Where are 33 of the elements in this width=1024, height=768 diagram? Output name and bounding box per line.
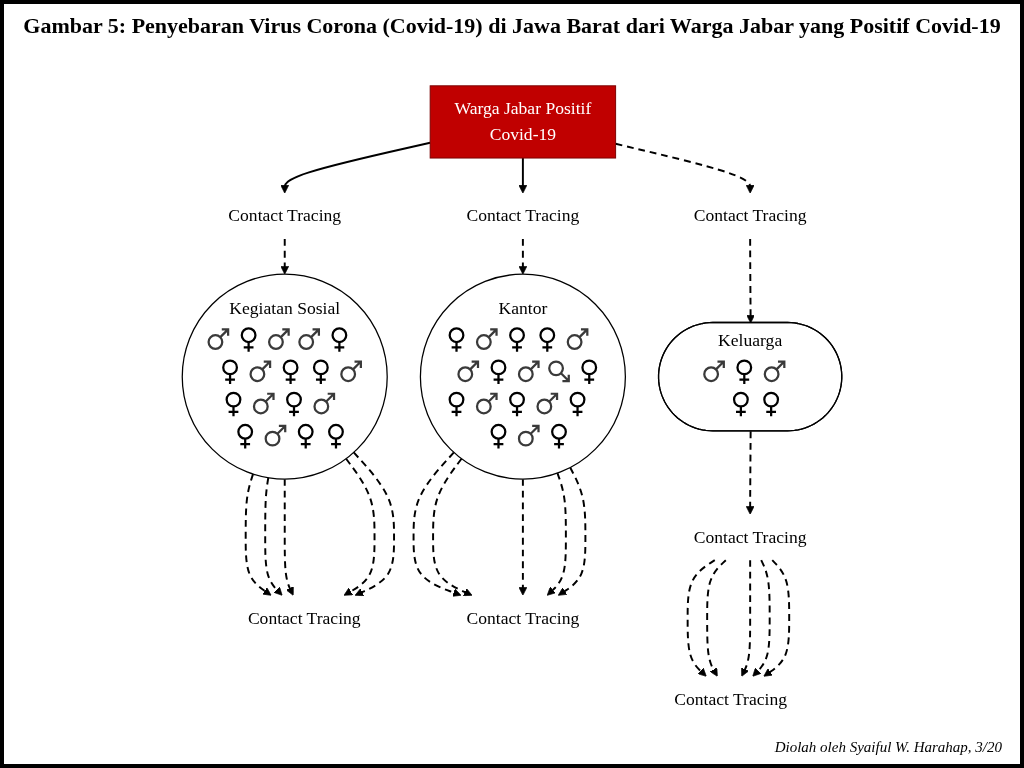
arrow (746, 238, 755, 324)
node-box (429, 85, 617, 159)
arrow (412, 451, 462, 597)
node-circle (181, 273, 388, 480)
arrow (518, 157, 528, 194)
arrow (352, 451, 396, 597)
node-text: Contact Tracing (228, 205, 342, 226)
arrow (706, 559, 727, 677)
diagram-title: Gambar 5: Penyebaran Virus Corona (Covid-19) di Jawa Barat dari Warga Jabar yang Positif Covid-19 (23, 12, 1001, 40)
node-text: Contact Tracing (466, 607, 580, 628)
arrow (741, 559, 752, 677)
arrow (280, 141, 432, 194)
node-text: Contact Tracing (674, 689, 787, 709)
arrow (283, 478, 294, 596)
node-circle (419, 273, 626, 480)
arrow (745, 430, 755, 515)
arrow (518, 478, 528, 596)
arrow (546, 472, 567, 596)
node-text: Contact Tracing (466, 205, 580, 226)
node-text: Contact Tracing (247, 607, 361, 628)
node-text: Contact Tracing (693, 526, 807, 547)
arrow (557, 466, 587, 596)
arrow (686, 559, 716, 677)
arrow (280, 238, 290, 275)
arrow (432, 457, 473, 597)
arrow (614, 142, 755, 194)
arrow (763, 559, 791, 677)
arrow (343, 457, 376, 596)
source-caption: Diolah oleh Syaiful W. Harahap, 3/20 (774, 739, 1002, 756)
arrow (264, 476, 283, 596)
arrow (518, 238, 528, 275)
arrow (752, 559, 771, 677)
arrow (244, 473, 272, 596)
